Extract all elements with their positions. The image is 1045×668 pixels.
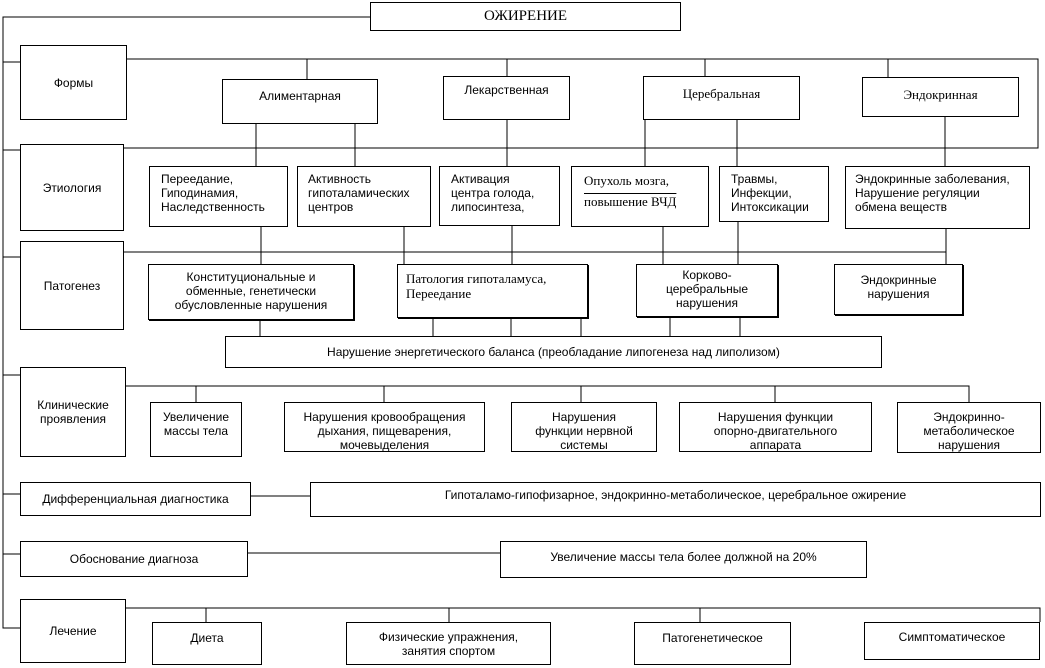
row-header-pathogenesis: Патогенез bbox=[20, 241, 124, 330]
etiology-trauma-text: Травмы, Инфекции, Интоксикации bbox=[731, 172, 809, 214]
form-drug: Лекарственная bbox=[443, 76, 570, 120]
etiology-overeating-text: Переедание, Гиподинамия, Наследственност… bbox=[161, 172, 265, 214]
pathogenesis-cortical-text: Корково- церебральные нарушения bbox=[665, 268, 749, 310]
row-header-forms: Формы bbox=[20, 45, 127, 120]
row-header-justification-label: Обоснование диагноза bbox=[69, 552, 199, 566]
etiology-hypothalamic: Активность гипоталамических центров bbox=[297, 166, 431, 227]
etiology-trauma: Травмы, Инфекции, Интоксикации bbox=[719, 166, 829, 222]
pathogenesis-hypothalamus: Патология гипоталамуса, Переедание bbox=[397, 264, 588, 318]
clinical-musculoskeletal: Нарушения функции опорно-двигательного а… bbox=[679, 402, 872, 452]
pathogenesis-constitutional-text: Конституциональные и обменные, генетичес… bbox=[174, 270, 328, 312]
clinical-circulation: Нарушения кровообращения дыхания, пищева… bbox=[284, 402, 485, 452]
justification-box: Увеличение массы тела более должной на 2… bbox=[500, 541, 867, 578]
diagram-title: ОЖИРЕНИЕ bbox=[370, 2, 681, 31]
diagram-title-text: ОЖИРЕНИЕ bbox=[483, 8, 568, 24]
form-drug-label: Лекарственная bbox=[464, 83, 549, 97]
row-header-etiology: Этиология bbox=[20, 144, 124, 231]
etiology-overeating: Переедание, Гиподинамия, Наследственност… bbox=[149, 166, 288, 227]
etiology-tumor-line2: повышение ВЧД bbox=[584, 194, 677, 209]
treatment-exercise-text: Физические упражнения, занятия спортом bbox=[378, 630, 519, 658]
pathogenesis-endocrine: Эндокринные нарушения bbox=[834, 264, 963, 315]
row-header-treatment-label: Лечение bbox=[49, 624, 97, 638]
clinical-metabolic-text: Эндокринно- метаболическое нарушения bbox=[923, 410, 1015, 452]
etiology-hunger-center-text: Активация центра голода, липосинтеза, bbox=[451, 172, 535, 214]
clinical-metabolic: Эндокринно- метаболическое нарушения bbox=[897, 402, 1041, 453]
clinical-nervous-text: Нарушения функции нервной системы bbox=[535, 410, 633, 452]
form-alimentary: Алиментарная bbox=[222, 79, 378, 124]
treatment-pathogenetic-text: Патогенетическое bbox=[662, 631, 763, 645]
clinical-weight: Увеличение массы тела bbox=[150, 402, 242, 457]
row-header-clinical-label: Клинические проявления bbox=[37, 398, 109, 426]
treatment-symptomatic: Симптоматическое bbox=[864, 622, 1040, 660]
form-cerebral-label: Церебральная bbox=[682, 86, 761, 101]
treatment-diet: Диета bbox=[152, 622, 262, 665]
treatment-diet-text: Диета bbox=[190, 631, 224, 645]
clinical-musculoskeletal-text: Нарушения функции опорно-двигательного а… bbox=[713, 410, 838, 452]
row-header-differential-label: Дифференциальная диагностика bbox=[42, 492, 229, 506]
form-endocrine-label: Эндокринная bbox=[903, 87, 978, 102]
pathogenesis-cortical: Корково- церебральные нарушения bbox=[636, 264, 778, 317]
clinical-circulation-text: Нарушения кровообращения дыхания, пищева… bbox=[303, 410, 466, 452]
row-header-etiology-label: Этиология bbox=[42, 180, 102, 195]
form-endocrine: Эндокринная bbox=[862, 77, 1019, 117]
row-header-treatment: Лечение bbox=[20, 599, 126, 663]
form-alimentary-label: Алиментарная bbox=[259, 89, 341, 103]
pathogenesis-endocrine-text: Эндокринные нарушения bbox=[860, 273, 937, 301]
pathogenesis-constitutional: Конституциональные и обменные, генетичес… bbox=[148, 264, 354, 320]
row-header-forms-label: Формы bbox=[53, 75, 94, 90]
etiology-hunger-center: Активация центра голода, липосинтеза, bbox=[439, 166, 560, 226]
row-header-differential: Дифференциальная диагностика bbox=[20, 482, 251, 516]
row-header-clinical: Клинические проявления bbox=[20, 367, 126, 457]
etiology-tumor-line1: Опухоль мозга, bbox=[584, 173, 670, 188]
energy-balance-box: Нарушение энергетического баланса (преоб… bbox=[225, 336, 882, 368]
justification-text: Увеличение массы тела более должной на 2… bbox=[550, 550, 817, 564]
differential-text: Гипоталамо-гипофизарное, эндокринно-мета… bbox=[444, 488, 907, 502]
etiology-endocrine: Эндокринные заболевания, Нарушение регул… bbox=[845, 166, 1030, 229]
treatment-symptomatic-text: Симптоматическое bbox=[898, 630, 1006, 644]
clinical-nervous: Нарушения функции нервной системы bbox=[511, 402, 657, 452]
clinical-weight-text: Увеличение массы тела bbox=[162, 410, 230, 438]
row-header-pathogenesis-label: Патогенез bbox=[43, 278, 101, 293]
treatment-pathogenetic: Патогенетическое bbox=[634, 622, 791, 665]
etiology-endocrine-text: Эндокринные заболевания, Нарушение регул… bbox=[855, 172, 1010, 214]
treatment-exercise: Физические упражнения, занятия спортом bbox=[346, 622, 551, 665]
energy-balance-text: Нарушение энергетического баланса (преоб… bbox=[327, 345, 780, 359]
row-header-justification: Обоснование диагноза bbox=[20, 541, 248, 577]
etiology-brain-tumor: Опухоль мозга, повышение ВЧД bbox=[571, 166, 709, 227]
etiology-hypothalamic-text: Активность гипоталамических центров bbox=[308, 172, 410, 214]
pathogenesis-hypothalamus-text: Патология гипоталамуса, Переедание bbox=[406, 271, 547, 301]
differential-box: Гипоталамо-гипофизарное, эндокринно-мета… bbox=[310, 482, 1041, 517]
form-cerebral: Церебральная bbox=[643, 76, 800, 120]
